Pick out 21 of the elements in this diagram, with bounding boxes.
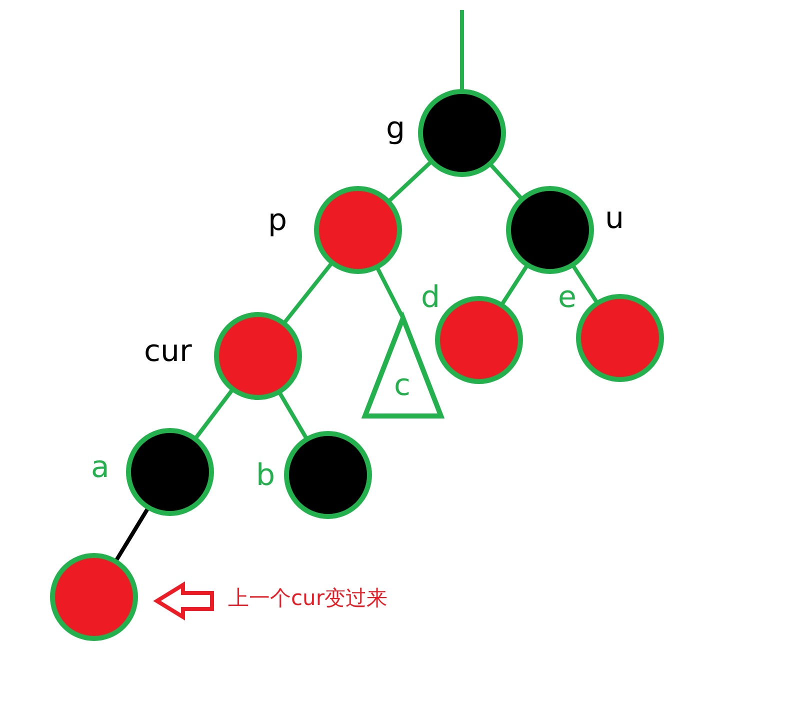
node-name-label: p (268, 206, 288, 236)
node-name-label: d (421, 283, 440, 313)
tree-edge (283, 262, 333, 324)
tree-edge (572, 265, 598, 303)
tree-edge (489, 164, 523, 200)
subtree-label: c (394, 371, 410, 401)
node-name-label: e (558, 283, 576, 313)
node-name-label: cur (144, 337, 192, 367)
tree-edge (278, 392, 308, 439)
node-name-label: a (91, 453, 110, 483)
tree-edge (376, 267, 405, 319)
annotation-text: 上一个cur变过来 (228, 588, 388, 609)
node-name-label: b (256, 461, 276, 491)
tree-edge (500, 265, 528, 305)
node-name-label: g (386, 114, 406, 144)
tree-edge (194, 389, 234, 439)
root-line (460, 10, 464, 90)
tree-edge (114, 508, 150, 562)
node-name-label: u (605, 204, 624, 234)
hollow-arrow (153, 581, 214, 621)
tree-edge (388, 160, 432, 202)
